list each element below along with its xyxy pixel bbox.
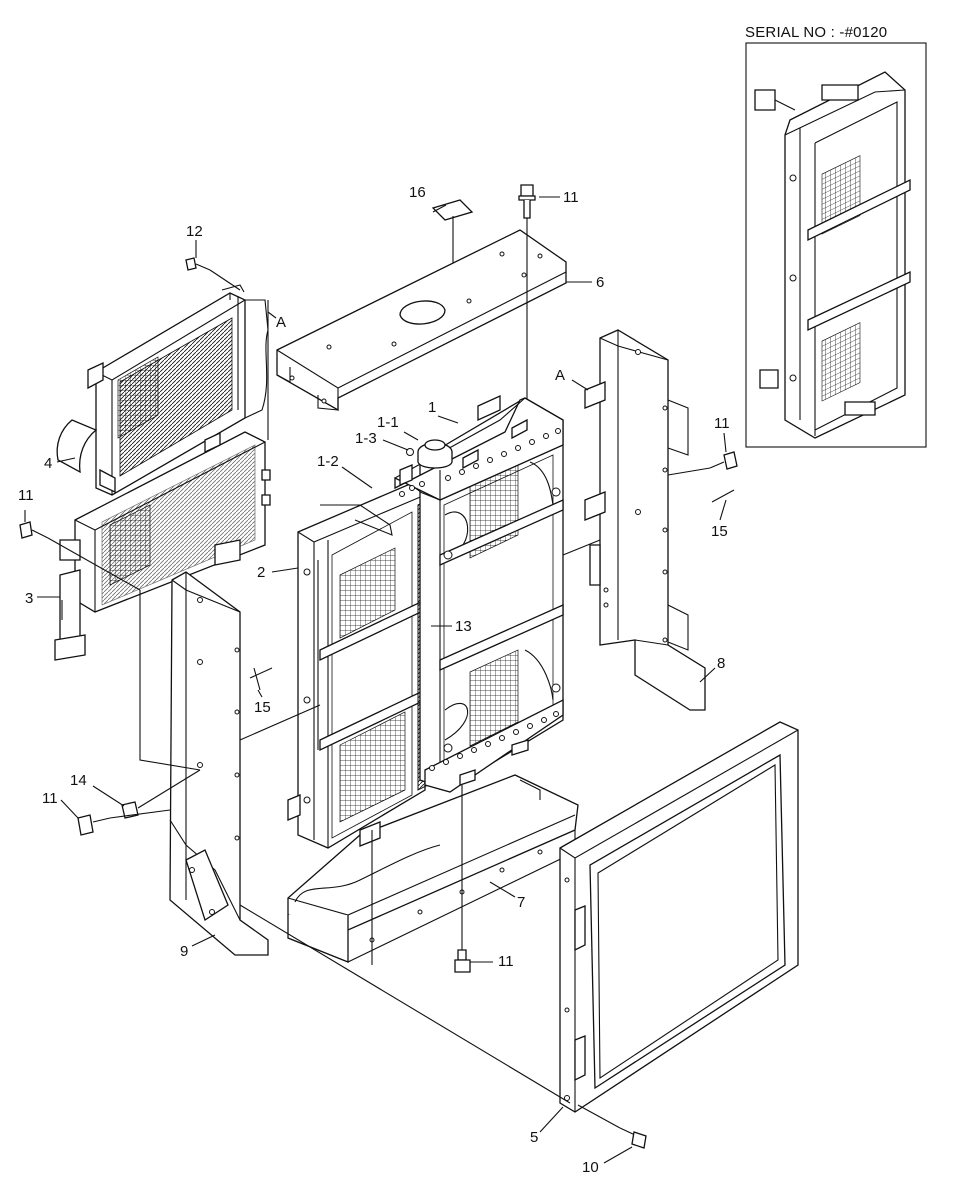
label-part-4: 4 — [44, 455, 52, 472]
inset-frame — [745, 42, 927, 448]
part-15-pin-right — [711, 489, 735, 503]
label-ref-a-right: A — [555, 367, 565, 384]
part-11-bolt-lower-left — [77, 809, 171, 836]
label-part-6: 6 — [596, 274, 604, 291]
part-3-oil-cooler — [54, 431, 271, 661]
serial-inset — [745, 42, 927, 448]
part-1-1-radiator-cap — [417, 439, 453, 469]
label-part-11-lower-left: 11 — [42, 790, 58, 807]
part-11-bolt-top — [518, 184, 536, 440]
part-15-pin-left — [249, 667, 273, 691]
label-part-11-top: 11 — [563, 189, 579, 206]
label-part-10: 10 — [582, 1159, 599, 1176]
part-11-bolt-right — [667, 451, 738, 476]
part-11-bolt-bottom — [454, 785, 471, 973]
part-1-main-radiator — [419, 397, 564, 793]
label-part-12: 12 — [186, 223, 203, 240]
radiator-bolt-row-top — [399, 428, 561, 497]
part-1-top-tank — [394, 394, 564, 501]
label-part-13: 13 — [455, 618, 472, 635]
label-part-8: 8 — [717, 655, 725, 672]
part-6-top-shroud — [276, 229, 567, 412]
label-part-5: 5 — [530, 1129, 538, 1146]
part-9-left-bracket — [169, 571, 269, 956]
label-part-11-left: 11 — [18, 487, 34, 504]
label-leaders — [24, 196, 727, 1164]
part-7-bottom-support — [287, 774, 579, 963]
serial-number-note: SERIAL NO : -#0120 — [745, 24, 888, 41]
part-2-side-radiator — [287, 483, 426, 849]
label-part-1: 1 — [428, 399, 436, 416]
label-part-1-3: 1-3 — [355, 430, 377, 447]
label-part-11-right: 11 — [714, 415, 730, 432]
label-part-7: 7 — [517, 894, 525, 911]
part-1-3-fitting — [406, 448, 414, 456]
radiator-bolt-row-bottom — [429, 711, 559, 771]
inset-radiator-assembly — [754, 71, 911, 439]
label-part-1-2: 1-2 — [317, 453, 339, 470]
assembly-lines — [139, 300, 601, 1104]
label-part-2: 2 — [257, 564, 265, 581]
label-part-15-left: 15 — [254, 699, 271, 716]
part-5-screen-frame — [559, 721, 799, 1113]
label-part-9: 9 — [180, 943, 188, 960]
part-8-right-bracket — [584, 329, 706, 711]
label-part-1-1: 1-1 — [377, 414, 399, 431]
part-10-bolt — [577, 1104, 647, 1149]
label-ref-a-left: A — [276, 314, 286, 331]
part-14-clip — [121, 769, 201, 819]
part-11-bolt-left — [19, 521, 141, 591]
label-part-3: 3 — [25, 590, 33, 607]
part-12-bolt — [185, 257, 241, 291]
label-part-14: 14 — [70, 772, 87, 789]
label-part-11-bottom: 11 — [498, 953, 514, 970]
part-4-intercooler — [56, 284, 269, 496]
label-part-16: 16 — [409, 184, 426, 201]
label-part-15-right: 15 — [711, 523, 728, 540]
